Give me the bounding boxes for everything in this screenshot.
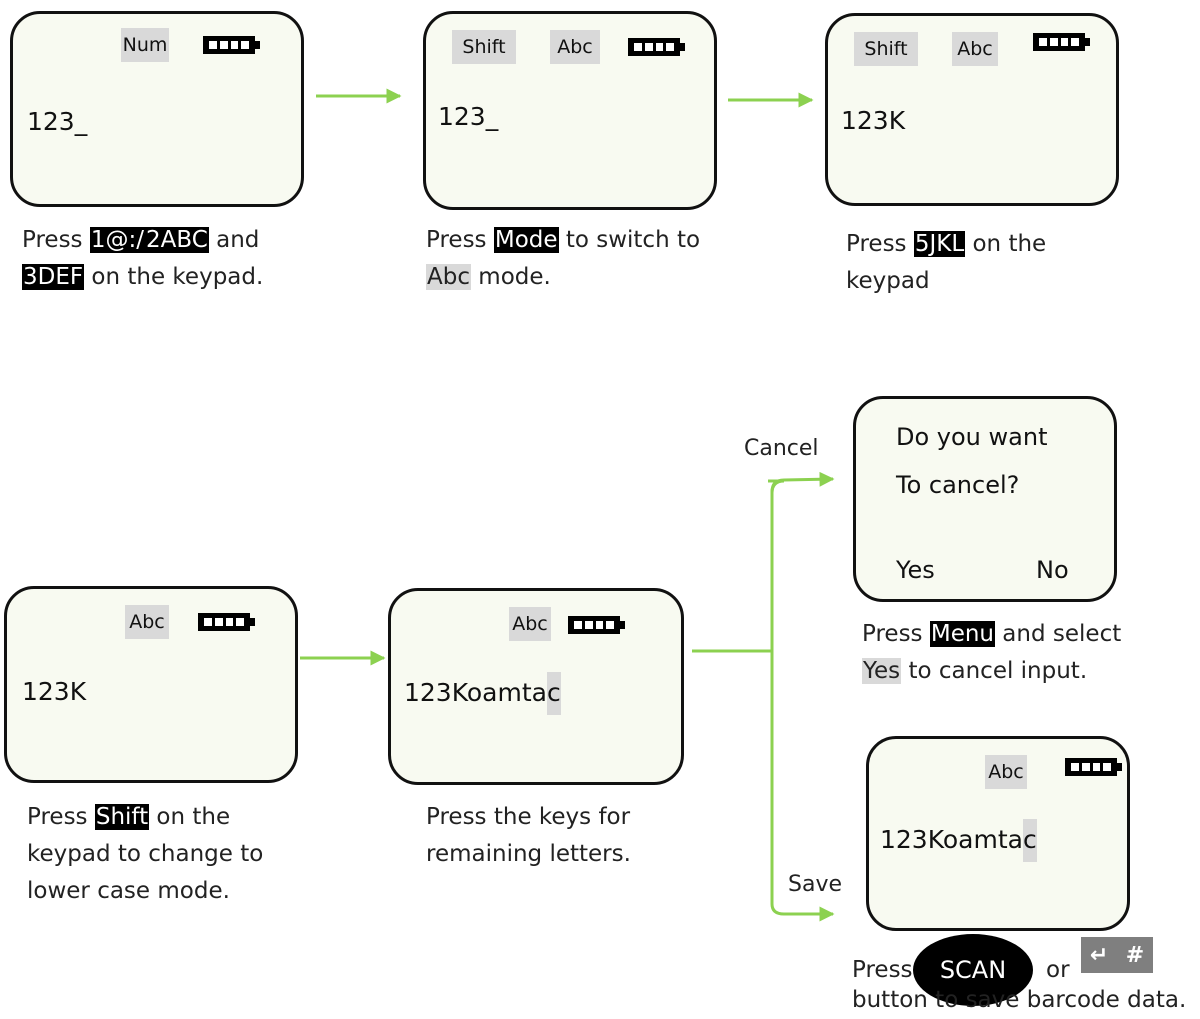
caption-save-press: Press (852, 957, 913, 983)
mode-indicator: Abc (985, 755, 1027, 789)
caption-save-or: or (1046, 957, 1070, 983)
mode-indicator: Abc (952, 32, 998, 66)
entry-text: 123Koamtac (880, 819, 1037, 862)
branch-label-cancel: Cancel (744, 436, 819, 461)
enter-hash-key-icon: ↵ # (1081, 937, 1153, 973)
caption-step-3: Press 5JKL on the keypad (846, 231, 1047, 294)
screen-cancel-dialog: Do you want To cancel? Yes No (853, 396, 1117, 602)
arrow-save (770, 903, 835, 922)
dialog-yes-option[interactable]: Yes (896, 556, 935, 584)
key-5: 5JKL (913, 231, 966, 257)
key-menu: Menu (929, 621, 995, 647)
mode-indicator: Num (121, 28, 169, 62)
scan-button[interactable]: SCAN (913, 934, 1033, 1006)
battery-icon (568, 616, 628, 634)
battery-icon (1065, 758, 1125, 776)
dialog-line-1: Do you want (896, 423, 1048, 451)
screen-abc-shift: Shift Abc 123_ (423, 11, 717, 210)
text-cursor: c (546, 672, 561, 715)
caption-step-4: Press Shift on the keypad to change to l… (27, 804, 264, 904)
screen-num-mode: Num 123_ (10, 11, 304, 207)
yes-label: Yes (862, 658, 902, 684)
abc-mode-label: Abc (426, 264, 471, 290)
screen-abc-uppercase: Shift Abc 123K (825, 13, 1119, 206)
battery-icon (203, 36, 263, 54)
caption-cancel: Press Menu and select Yes to cancel inpu… (862, 621, 1122, 684)
key-1: 1@:/ (89, 227, 145, 253)
mode-indicator: Abc (125, 605, 169, 639)
mode-indicator: Abc (550, 30, 600, 64)
caption-step-2: Press Mode to switch to Abc mode. (426, 227, 701, 290)
shift-indicator: Shift (452, 30, 516, 64)
entry-text: 123_ (27, 107, 88, 136)
key-3: 3DEF (22, 264, 85, 290)
dialog-line-2: To cancel? (896, 471, 1020, 499)
key-shift: Shift (94, 804, 150, 830)
battery-icon (628, 38, 688, 56)
screen-entry-complete: Abc 123Koamtac (388, 588, 684, 785)
mode-indicator: Abc (509, 607, 551, 641)
entry-text-main: 123Koamta (404, 678, 547, 707)
text-cursor: c (1022, 819, 1037, 862)
branch-label-save: Save (788, 872, 843, 897)
screen-save: Abc 123Koamtac (866, 736, 1130, 931)
dialog-no-option[interactable]: No (1036, 556, 1069, 584)
shift-indicator: Shift (854, 32, 918, 66)
caption-step-5: Press the keys for remaining letters. (426, 804, 631, 867)
screen-abc-lowercase: Abc 123K (4, 586, 298, 783)
entry-text-main: 123Koamta (880, 825, 1023, 854)
enter-icon: ↵ (1089, 942, 1109, 968)
hash-icon: # (1125, 942, 1145, 968)
caption-save-line-2: button to save barcode data. (852, 987, 1187, 1013)
entry-text: 123K (841, 106, 906, 135)
key-mode: Mode (493, 227, 559, 253)
caption-step-1: Press 1@:/2ABC and 3DEF on the keypad. (22, 227, 264, 290)
battery-icon (1033, 33, 1093, 51)
battery-icon (198, 613, 258, 631)
entry-text: 123Koamtac (404, 672, 561, 715)
arrow-cancel (770, 471, 835, 493)
entry-text: 123K (22, 677, 87, 706)
entry-text: 123_ (438, 102, 499, 131)
key-2: 2ABC (144, 227, 209, 253)
